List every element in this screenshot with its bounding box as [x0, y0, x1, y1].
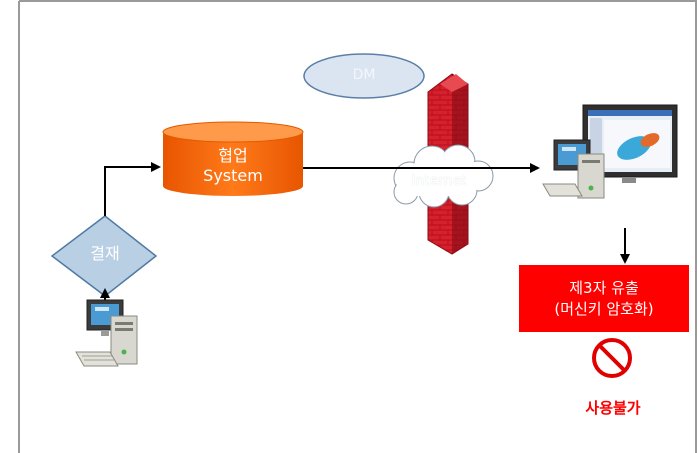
unusable-label: 사용불가 [585, 399, 641, 417]
remote-computer-icon [542, 104, 678, 199]
collab-system-db [162, 121, 304, 196]
dm-node [303, 53, 425, 99]
user-computer-icon [75, 299, 138, 367]
approval-diamond [50, 215, 158, 297]
arrow-approval-to-system [104, 162, 161, 216]
internet-cloud [393, 144, 494, 208]
leak-label-line1: 제3자 유출 [569, 278, 639, 297]
leak-label-line2: (머신키 암호화) [554, 299, 654, 318]
third-party-leak-box: 제3자 유출 (머신키 암호화) [519, 265, 689, 332]
forbidden-icon [592, 338, 632, 378]
